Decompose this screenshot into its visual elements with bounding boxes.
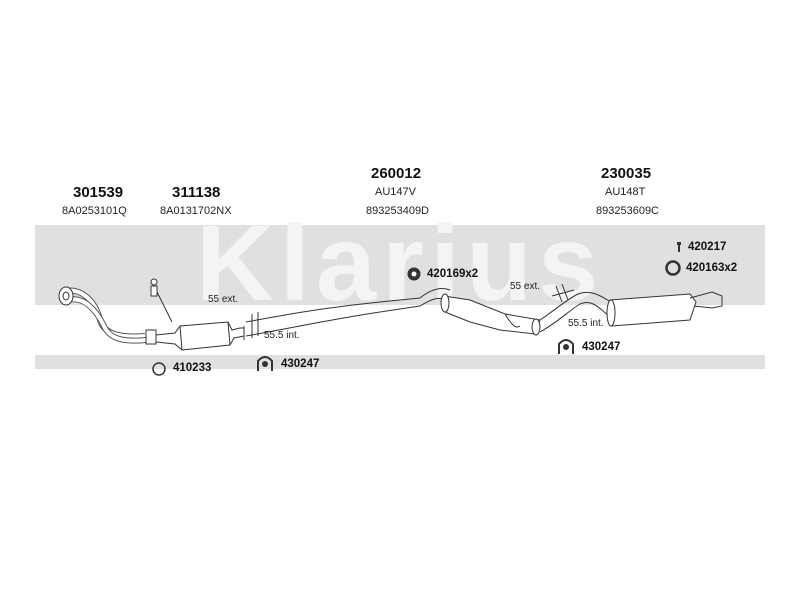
accessory-430247-left: 430247 [281,358,320,370]
catalytic-converter-drawing [150,278,245,351]
middle-silencer-drawing [267,287,541,336]
front-pipe-drawing [58,286,157,345]
ring-gasket-icon [152,362,166,376]
part-code-260012: AU147V [375,186,416,198]
bolt-icon [677,242,681,252]
rear-silencer-drawing [539,291,723,333]
rubber-mount-icon [407,267,421,281]
mounting-bracket-icon [558,339,574,354]
right-joint-drawing [551,283,575,303]
left-joint-drawing [245,312,269,338]
left-int-annotation: 55.5 int. [264,330,300,341]
part-number-311138: 311138 [172,184,221,201]
accessory-420217: 420217 [688,241,727,253]
accessory-410233: 410233 [173,362,212,374]
ring-clamp-icon [665,260,681,276]
part-ref-260012: 893253409D [366,205,430,217]
part-number-301539: 301539 [73,184,124,201]
part-ref-311138: 8A0131702NX [160,205,232,217]
left-ext-annotation: 55 ext. [208,294,239,305]
watermark-underline [35,355,765,369]
right-ext-annotation: 55 ext. [510,281,541,292]
part-ref-230035: 893253609C [596,205,660,217]
accessory-430247-right: 430247 [582,341,621,353]
part-ref-301539: 8A0253101Q [62,205,127,217]
part-code-230035: AU148T [605,186,646,198]
watermark-text: Klarius [196,202,604,323]
part-number-230035: 230035 [601,165,652,182]
accessory-420169x2: 420169x2 [427,268,479,280]
part-number-260012: 260012 [371,165,422,182]
right-int-annotation: 55.5 int. [568,318,604,329]
accessory-420163x2: 420163x2 [686,262,738,274]
mounting-bracket-icon [257,356,273,371]
